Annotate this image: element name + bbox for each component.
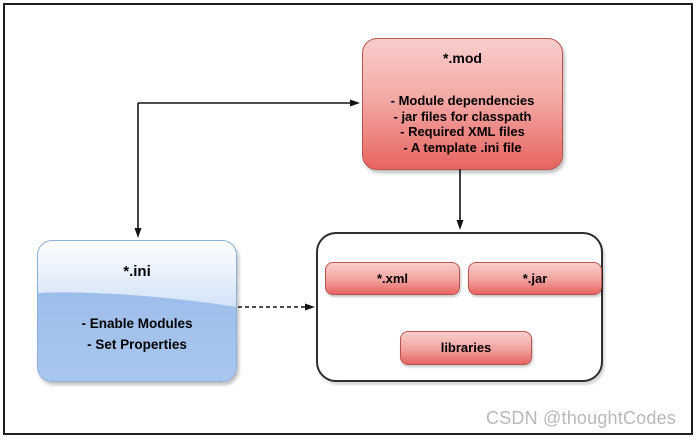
ini-node-item: - Enable Modules — [81, 316, 193, 331]
output-container-node: *.xml *.jar libraries — [316, 232, 603, 382]
ini-node-title: *.ini — [123, 263, 151, 280]
diagram-frame — [3, 3, 693, 435]
mod-node-item: - Required XML files — [400, 124, 525, 139]
ini-node-gloss-highlight — [38, 241, 236, 307]
jar-node: *.jar — [468, 262, 602, 295]
mod-node-item: - A template .ini file — [403, 139, 522, 155]
libraries-node: libraries — [400, 331, 532, 365]
mod-node-item: - Module dependencies — [390, 93, 535, 108]
watermark-text: CSDN @thoughtCodes — [486, 408, 676, 428]
mod-node: *.mod - Module dependencies - jar files … — [362, 38, 563, 170]
mod-node-title: *.mod — [443, 50, 482, 66]
ini-node-item: - Set Properties — [87, 337, 187, 352]
ini-node-list: - Enable Modules - Set Properties — [38, 313, 236, 355]
ini-node: *.ini - Enable Modules - Set Properties — [37, 240, 237, 382]
xml-node: *.xml — [325, 262, 460, 295]
mod-node-list: - Module dependencies - jar files for cl… — [363, 93, 562, 155]
mod-node-item: - jar files for classpath — [393, 108, 532, 124]
